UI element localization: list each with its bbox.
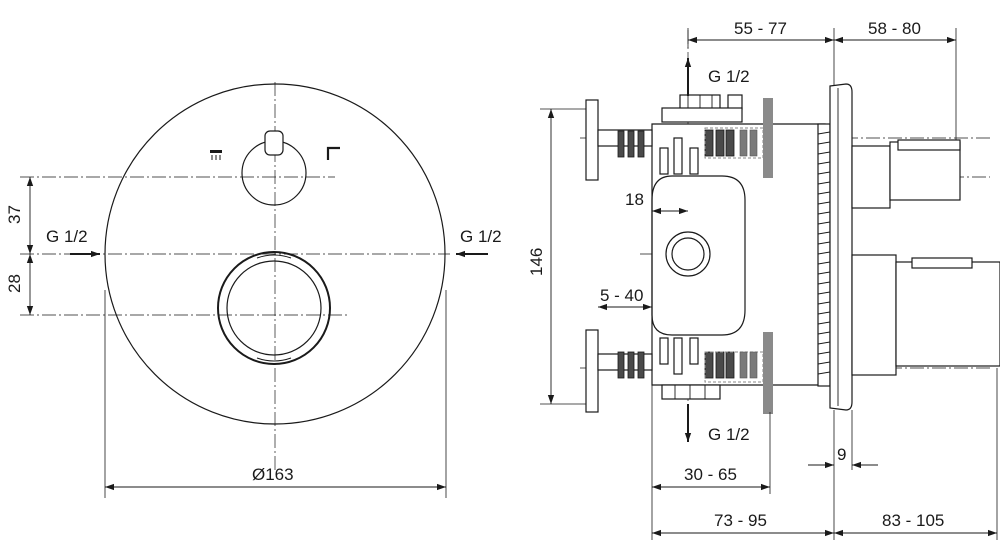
central-bore-inner xyxy=(671,237,705,271)
diameter-label: Ø163 xyxy=(252,465,294,484)
dim-height-label: 146 xyxy=(527,248,546,276)
dim-bottom-right-label: 83 - 105 xyxy=(882,511,944,530)
bottom-connection xyxy=(661,384,721,400)
thermostat-knob xyxy=(217,251,331,365)
spout-icon xyxy=(326,146,340,160)
inlet-right-label: G 1/2 xyxy=(460,227,502,246)
body-recess xyxy=(651,175,746,336)
dim-bottom-inner-label: 30 - 65 xyxy=(684,465,737,484)
selector-knob-side xyxy=(851,139,961,209)
inlet-left-label: G 1/2 xyxy=(46,227,88,246)
dim-top-left-label: 55 - 77 xyxy=(734,19,787,38)
alternate-position-parts xyxy=(704,98,773,414)
side-cover-plate xyxy=(829,83,853,411)
dim-bottom-left-label: 73 - 95 xyxy=(714,511,767,530)
dim-37-label: 37 xyxy=(5,205,24,224)
shower-icon xyxy=(210,150,222,160)
lower-pipe xyxy=(585,329,653,413)
thermostat-knob-side xyxy=(851,254,1000,376)
dim-offset-label: 18 xyxy=(625,190,644,209)
dim-top-right-label: 58 - 80 xyxy=(868,19,921,38)
dim-28-label: 28 xyxy=(5,274,24,293)
lower-ports xyxy=(659,337,735,379)
side-view: G 1/2 G 1/2 55 - 77 58 - 80 146 18 5 - 4… xyxy=(527,19,1000,540)
selector-knob xyxy=(241,130,307,206)
outlet-bottom-label: G 1/2 xyxy=(708,425,750,444)
outlet-top-label: G 1/2 xyxy=(708,67,750,86)
dim-wall-label: 5 - 40 xyxy=(600,286,643,305)
front-view: G 1/2 G 1/2 37 28 Ø163 xyxy=(5,82,502,498)
dim-flange-label: 9 xyxy=(837,445,846,464)
upper-pipe xyxy=(585,99,653,181)
thread-section xyxy=(817,123,831,387)
top-connection xyxy=(661,94,743,123)
